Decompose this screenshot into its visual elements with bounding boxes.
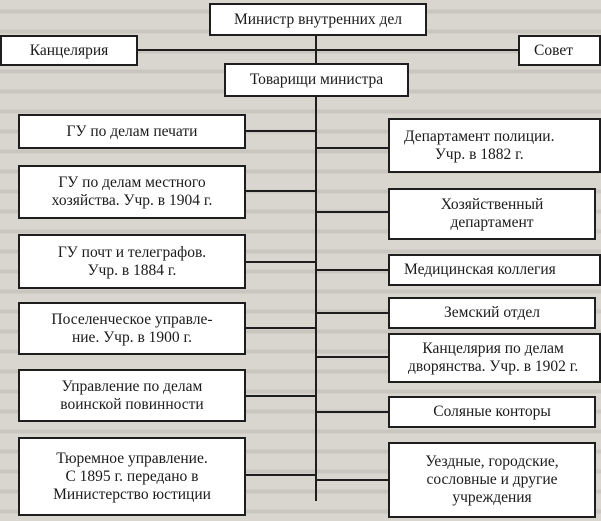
minister-box: Министр внутренних дел — [209, 3, 427, 36]
left-item-prison: Тюремное управление. С 1895 г. передано … — [18, 437, 246, 516]
right-item-district-institutions: Уездные, городские, сословные и другие у… — [388, 442, 596, 518]
left-item-press: ГУ по делам печати — [18, 114, 246, 149]
right-item-salt-offices: Соляные конторы — [388, 396, 596, 428]
chancellery-box: Канцелярия — [0, 35, 138, 66]
right-item-medical-college: Медицинская коллегия — [388, 254, 601, 286]
left-item-military-service: Управление по делам воинской повинности — [18, 369, 246, 422]
right-item-economic-dept: Хозяйственный департамент — [388, 188, 596, 240]
right-item-zemstvo-dept: Земский отдел — [388, 297, 596, 329]
right-item-police: Департамент полиции. Учр. в 1882 г. — [388, 118, 601, 173]
council-box: Совет — [518, 35, 601, 66]
right-item-nobility-chancellery: Канцелярия по делам дворянства. Учр. в 1… — [388, 333, 601, 383]
deputies-box: Товарищи министра — [224, 63, 409, 97]
left-item-settlement: Поселенческое управле- ние. Учр. в 1900 … — [18, 302, 246, 355]
left-item-local-economy: ГУ по делам местного хозяйства. Учр. в 1… — [18, 165, 246, 219]
left-item-post-telegraph: ГУ почт и телеграфов. Учр. в 1884 г. — [18, 234, 246, 289]
